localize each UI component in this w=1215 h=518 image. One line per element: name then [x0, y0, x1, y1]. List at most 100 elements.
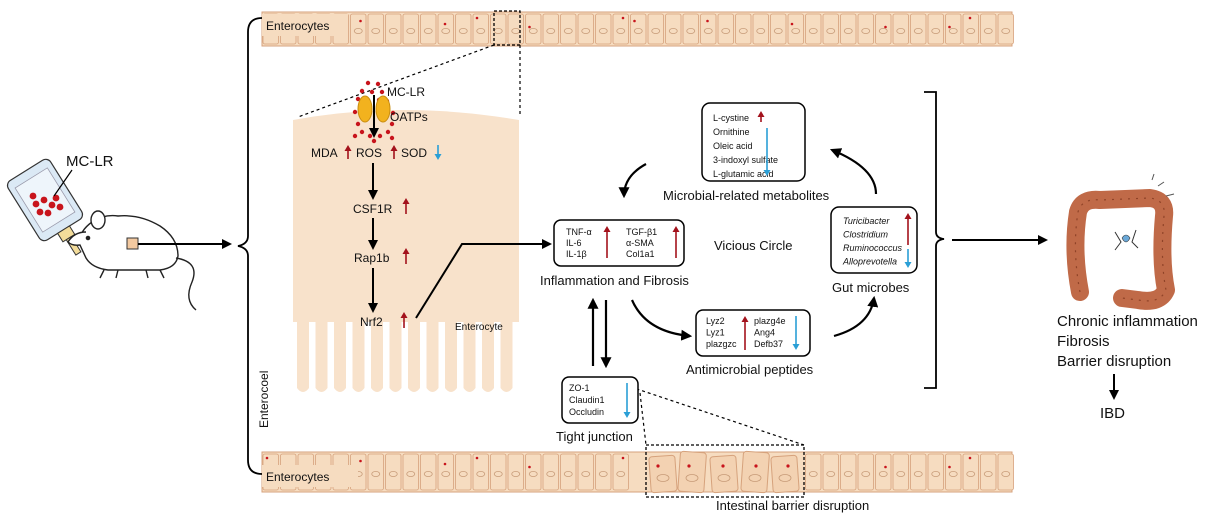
list-item: Oleic acid [713, 141, 753, 151]
arrow-amp-to-microbes [833, 295, 879, 338]
enterocyte-cell-small [507, 453, 524, 491]
toxin-dot-icon [621, 16, 625, 20]
up-arrow-head [603, 226, 611, 232]
enterocytes-top-strip [261, 11, 1014, 47]
cell-nucleus [778, 474, 792, 482]
enterocyte-cell-small [577, 13, 594, 45]
enterocyte-cell-small [612, 453, 629, 491]
down-arrow-head [434, 154, 442, 160]
cell-nucleus [756, 27, 766, 34]
down-arrow-head [763, 170, 771, 176]
enterocyte-cell-small [455, 453, 472, 491]
cell-nucleus [668, 27, 678, 34]
zoom-box-top [493, 10, 521, 46]
disrupted-cell [709, 454, 739, 494]
up-arrow-head [400, 312, 408, 318]
cell-nucleus [878, 27, 888, 34]
enterocytes-bottom-strip [261, 450, 1014, 494]
list-item: Alloprevotella [842, 257, 897, 267]
list-item: 3-indoxyl sulfate [713, 155, 778, 165]
cell-nucleus [423, 470, 433, 477]
enterocyte-cell-small [385, 453, 402, 491]
toxin-dot-icon [375, 81, 381, 87]
bottle-toxin-dots [29, 192, 64, 217]
cell-nucleus [773, 27, 783, 34]
list-item: plazg4e [754, 316, 786, 326]
up-arrow-head [402, 248, 410, 254]
toxin-dot-icon [948, 25, 951, 29]
enterocyte-cell-small [980, 453, 997, 491]
enterocyte-cell-small [805, 453, 822, 491]
gut-microbes-box [830, 206, 918, 274]
sod-label: SOD [401, 146, 427, 160]
enterocyte-cell-small [770, 13, 787, 45]
cell-nucleus [406, 27, 416, 34]
inflammation-fibrosis-label: Inflammation and Fibrosis [540, 273, 689, 288]
disrupted-cell [648, 454, 678, 494]
enterocyte-cell-small [980, 13, 997, 45]
toxin-dot-icon [968, 456, 972, 460]
enterocyte-cell-small [630, 13, 647, 45]
cell-nucleus [563, 470, 573, 477]
enterocyte-cell-small [682, 13, 699, 45]
enterocyte-cell-small [437, 453, 454, 491]
inflammation-box [553, 219, 685, 267]
toxin-dot-icon [786, 464, 790, 468]
enterocytes-top-label: Enterocytes [266, 19, 329, 33]
enterocyte-cell-small [595, 453, 612, 491]
toxin-dot-icon [389, 135, 395, 141]
toxin-dot-icon [968, 16, 972, 20]
enterocyte-cell-small [962, 13, 979, 45]
mc-lr-left-pointer [53, 169, 73, 197]
toxin-dot-icon [352, 109, 358, 115]
toxin-dot-icon [369, 89, 375, 95]
cell-nucleus [476, 27, 486, 34]
toxin-dot-icon [475, 456, 479, 460]
zoom-line-bottom-left [639, 392, 647, 446]
list-item: IL-1β [566, 249, 587, 259]
toxin-dot-icon [355, 121, 361, 127]
cell-nucleus [896, 27, 906, 34]
enterocyte-cell-small [787, 13, 804, 45]
cell-nucleus [371, 27, 381, 34]
csf1r-label: CSF1R [353, 202, 393, 216]
gut-microbes-list: TuricibacterClostridiumRuminococcusAllop… [842, 216, 903, 267]
up-arrow-head [344, 145, 352, 151]
enterocyte-cell-small [560, 13, 577, 45]
enterocyte-cell-small [595, 13, 612, 45]
toxin-dot-icon [385, 129, 391, 135]
enterocyte-cell-small [665, 13, 682, 45]
toxin-dot-icon [884, 25, 887, 29]
mc-lr-left-label: MC-LR [66, 153, 114, 170]
list-item: Ang4 [754, 328, 775, 338]
arrow-metabolites-to-inflammation [618, 163, 647, 199]
microvillus [426, 322, 439, 392]
cell-nucleus [717, 474, 731, 482]
vicious-circle-label: Vicious Circle [714, 238, 793, 253]
cell-nucleus [651, 27, 661, 34]
enterocyte-cell-small [875, 13, 892, 45]
cell-nucleus [826, 470, 836, 477]
toxin-dot-icon [371, 138, 377, 144]
list-item: Clostridium [843, 230, 889, 240]
enterocyte-cell-small [857, 13, 874, 45]
cell-nucleus [913, 27, 923, 34]
cell-nucleus [458, 27, 468, 34]
microvillus [315, 322, 328, 392]
toxin-dot-icon [948, 465, 951, 469]
enterocyte-cell-small [525, 13, 542, 45]
arrow-inflammation-to-amp [630, 299, 693, 341]
nrf2-label: Nrf2 [360, 315, 383, 329]
strip-label-bg-top [262, 14, 348, 36]
list-item: Ornithine [713, 127, 750, 137]
disrupted-cell [770, 454, 800, 494]
left-bracket [237, 17, 263, 475]
zoom-line-left [297, 44, 495, 118]
cell-nucleus [748, 474, 762, 482]
enterocyte-cell-small [717, 13, 734, 45]
cell-nucleus [721, 27, 731, 34]
enterocyte-cell-small [875, 453, 892, 491]
cell-nucleus [528, 470, 538, 477]
enterocyte-cell-small [647, 13, 664, 45]
